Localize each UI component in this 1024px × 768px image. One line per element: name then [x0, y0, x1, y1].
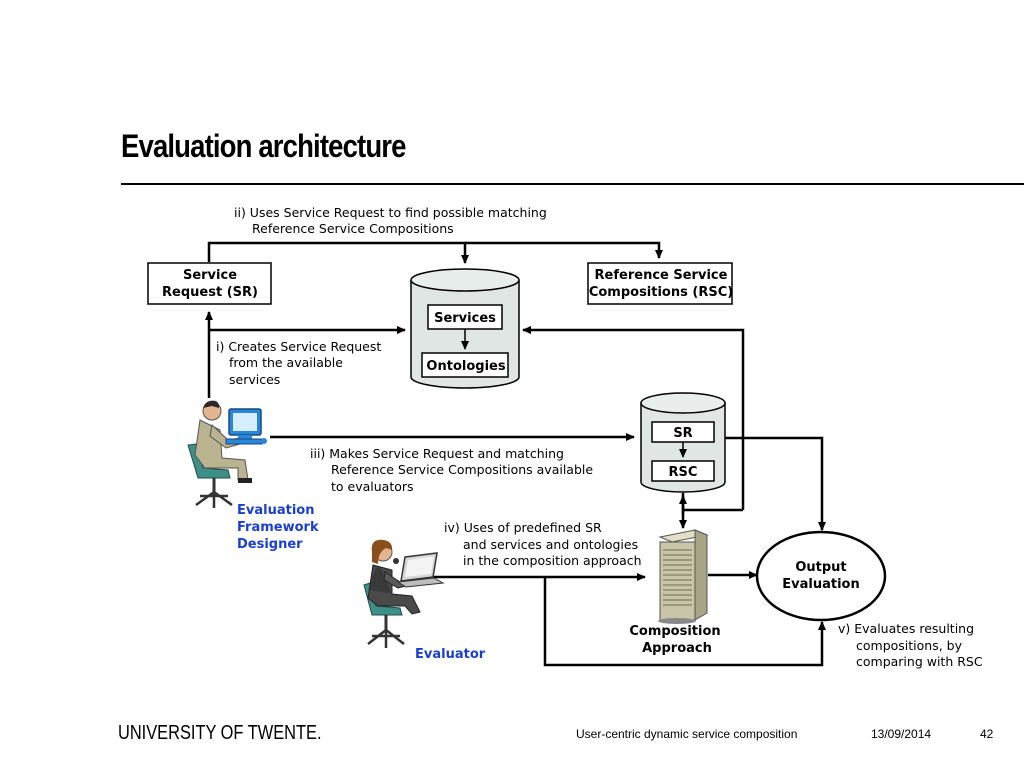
- step-ii-line1: ii) Uses Service Request to find possibl…: [234, 205, 547, 220]
- services-ontologies-database: Services Ontologies: [410, 268, 520, 389]
- step-ii-line2: Reference Service Compositions: [252, 221, 454, 236]
- footer-subject: User-centric dynamic service composition: [576, 727, 798, 741]
- step-iv-line3: in the composition approach: [463, 553, 642, 568]
- step-i-annotation: i) Creates Service Request from the avai…: [216, 339, 381, 387]
- step-iii-line1: iii) Makes Service Request and matching: [310, 446, 564, 461]
- designer-label-line1: Evaluation: [237, 503, 314, 518]
- sr-box-line1: Service: [183, 268, 237, 283]
- step-i-line2: from the available: [229, 355, 343, 370]
- rsc-box: Reference Service Compositions (RSC): [587, 262, 733, 305]
- arrow-evaluator-loop-output: [543, 577, 826, 667]
- db-rsc-label: RSC: [669, 465, 698, 480]
- arrow-db-to-output: [725, 436, 826, 531]
- service-request-box: Service Request (SR): [147, 262, 272, 305]
- footer-page-number: 42: [980, 727, 994, 741]
- step-i-line3: services: [229, 372, 280, 387]
- step-iv-line1: iv) Uses of predefined SR: [444, 520, 602, 535]
- output-evaluation-node: Output Evaluation: [755, 530, 887, 622]
- rsc-box-line2: Compositions (RSC): [589, 285, 733, 300]
- step-iv-line2: and services and ontologies: [463, 537, 638, 552]
- slide-title: Evaluation architecture: [121, 128, 406, 164]
- composition-approach-line2: Approach: [642, 641, 712, 656]
- arrow-composition-to-services: [522, 326, 745, 510]
- designer-person-icon: [187, 400, 267, 508]
- composition-approach-line1: Composition: [629, 624, 720, 639]
- title-divider: [121, 183, 1024, 185]
- designer-label-line2: Framework: [237, 520, 319, 535]
- step-iv-annotation: iv) Uses of predefined SR and services a…: [444, 520, 642, 568]
- step-iii-line3: to evaluators: [331, 479, 414, 494]
- designer-label-line3: Designer: [237, 537, 303, 552]
- db-ontologies-label: Ontologies: [426, 359, 505, 374]
- output-evaluation-line1: Output: [795, 560, 846, 575]
- db-services-label: Services: [434, 311, 496, 326]
- step-ii-annotation: ii) Uses Service Request to find possibl…: [234, 205, 547, 236]
- output-evaluation-line2: Evaluation: [782, 577, 859, 592]
- sr-box-line2: Request (SR): [162, 285, 258, 300]
- step-v-line2: compositions, by: [856, 638, 963, 653]
- step-v-line1: v) Evaluates resulting: [838, 621, 974, 636]
- connector-lines: [205, 241, 826, 667]
- step-v-line3: comparing with RSC: [856, 654, 983, 669]
- evaluator-label: Evaluator: [415, 647, 486, 662]
- step-iii-annotation: iii) Makes Service Request and matching …: [310, 446, 593, 494]
- arrow-sr-to-services: [207, 241, 469, 264]
- footer-date: 13/09/2014: [871, 727, 932, 741]
- step-i-line1: i) Creates Service Request: [216, 339, 381, 354]
- db-sr-label: SR: [673, 426, 692, 441]
- step-v-annotation: v) Evaluates resulting compositions, by …: [838, 621, 983, 669]
- sr-rsc-database: SR RSC: [640, 392, 726, 493]
- university-logo: UNIVERSITY OF TWENTE.: [118, 722, 322, 744]
- step-iii-line2: Reference Service Compositions available: [331, 462, 593, 477]
- rsc-box-line1: Reference Service: [595, 268, 728, 283]
- evaluator-person-icon: [363, 539, 445, 648]
- server-icon: [658, 529, 709, 624]
- arrow-top-to-rsc: [465, 241, 663, 259]
